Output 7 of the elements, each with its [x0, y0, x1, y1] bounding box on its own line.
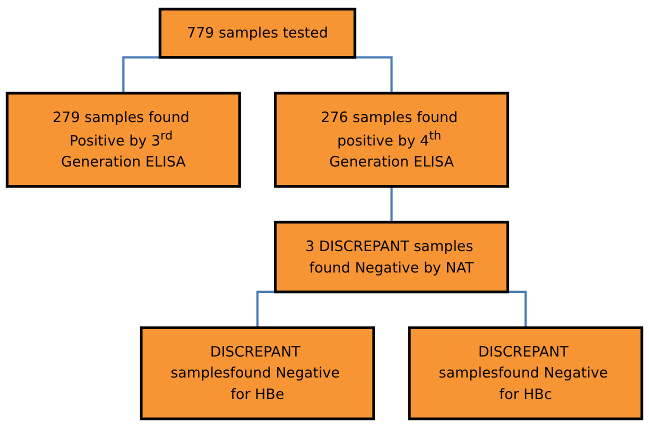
node-box: 276 samples found positive by 4$^{th}$ Generation ELISA [274, 92, 510, 188]
node-box: 279 samples found Positive by 3$^{rd}$ Generation ELISA [6, 92, 241, 188]
node-box: DISCREPANT samplesfound Negative for HBc [408, 326, 644, 420]
connector [390, 185, 393, 222]
node-box: DISCREPANT samplesfound Negative for HBe [140, 326, 375, 420]
node-box: 779 samples tested [158, 8, 356, 59]
node-box: 3 DISCREPANT samples found Negative by NAT [274, 220, 510, 294]
